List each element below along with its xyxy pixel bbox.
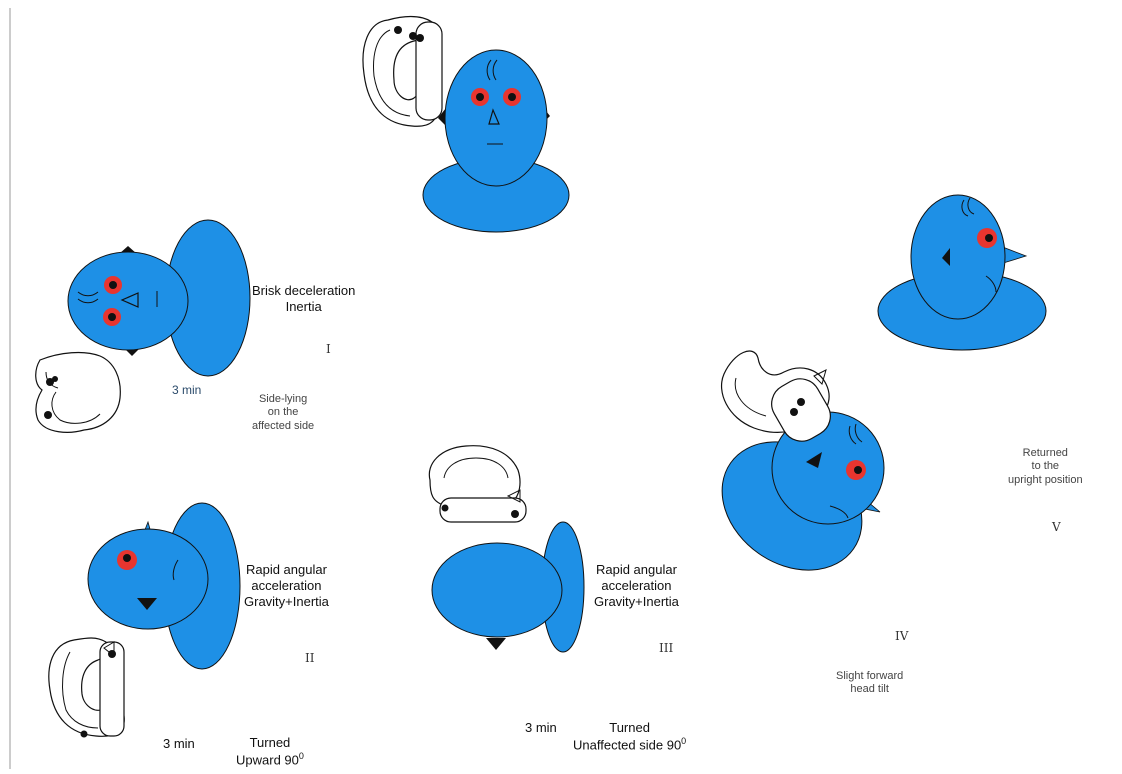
stage-3-position: Turned Unaffected side 900 xyxy=(573,720,686,753)
head-stage-5 xyxy=(878,195,1046,350)
stage-2-caption-line-1: Rapid angular xyxy=(244,562,329,578)
stage-2-position-line-2: Upward 900 xyxy=(236,751,304,768)
stage-1-position-line-2: on the xyxy=(252,406,314,419)
stage-4-position: Slight forward head tilt xyxy=(836,670,903,697)
canal-stage-4 xyxy=(722,351,838,448)
stage-3-caption-line-3: Gravity+Inertia xyxy=(594,594,679,610)
stage-5-numeral: V xyxy=(1052,520,1061,535)
stage-5-position-line-3: upright position xyxy=(1008,474,1083,487)
stage-3-caption: Rapid angular acceleration Gravity+Inert… xyxy=(594,562,679,610)
stage-3-position-line-2: Unaffected side 900 xyxy=(573,736,686,753)
stage-2-caption: Rapid angular acceleration Gravity+Inert… xyxy=(244,562,329,610)
canal-top xyxy=(363,17,442,127)
stage-1-caption: Brisk deceleration Inertia xyxy=(252,283,355,315)
stage-4-position-line-1: Slight forward xyxy=(836,670,903,683)
stage-3-angle-text: Unaffected side 90 xyxy=(573,737,681,752)
stage-1-position-line-1: Side-lying xyxy=(252,393,314,406)
canal-stage-1 xyxy=(36,353,121,433)
canal-stage-3 xyxy=(429,446,526,522)
stage-2-position-line-1: Turned xyxy=(236,735,304,751)
stage-2-degree-mark: 0 xyxy=(299,751,304,761)
stage-1-numeral: I xyxy=(326,342,331,357)
stage-3-position-line-1: Turned xyxy=(573,720,686,736)
stage-2-numeral: II xyxy=(305,651,314,666)
stage-4-position-line-2: head tilt xyxy=(836,683,903,696)
stage-1-position: Side-lying on the affected side xyxy=(252,393,314,433)
head-upright-top xyxy=(423,50,569,232)
stage-2-caption-line-3: Gravity+Inertia xyxy=(244,594,329,610)
stage-5-position: Returned to the upright position xyxy=(1008,447,1083,487)
stage-3-caption-line-2: acceleration xyxy=(594,578,679,594)
stage-2-position: Turned Upward 900 xyxy=(236,735,304,768)
stage-1-caption-line-1: Brisk deceleration xyxy=(252,283,355,299)
head-stage-3 xyxy=(432,522,584,652)
head-stage-4 xyxy=(697,412,886,597)
stage-2-duration: 3 min xyxy=(163,736,195,752)
stage-3-duration: 3 min xyxy=(525,720,557,736)
stage-2-angle-text: Upward 90 xyxy=(236,752,299,767)
stage-3-caption-line-1: Rapid angular xyxy=(594,562,679,578)
stage-3-degree-mark: 0 xyxy=(681,736,686,746)
stage-1-duration: 3 min xyxy=(172,383,201,398)
stage-5-position-line-1: Returned xyxy=(1008,447,1083,460)
stage-1-position-line-3: affected side xyxy=(252,420,314,433)
stage-5-position-line-2: to the xyxy=(1008,460,1083,473)
canal-stage-2 xyxy=(49,638,124,738)
stage-4-numeral: IV xyxy=(895,629,908,644)
stage-2-caption-line-2: acceleration xyxy=(244,578,329,594)
head-stage-1 xyxy=(68,220,250,376)
stage-1-caption-line-2: Inertia xyxy=(252,299,355,315)
stage-3-numeral: III xyxy=(659,641,673,656)
